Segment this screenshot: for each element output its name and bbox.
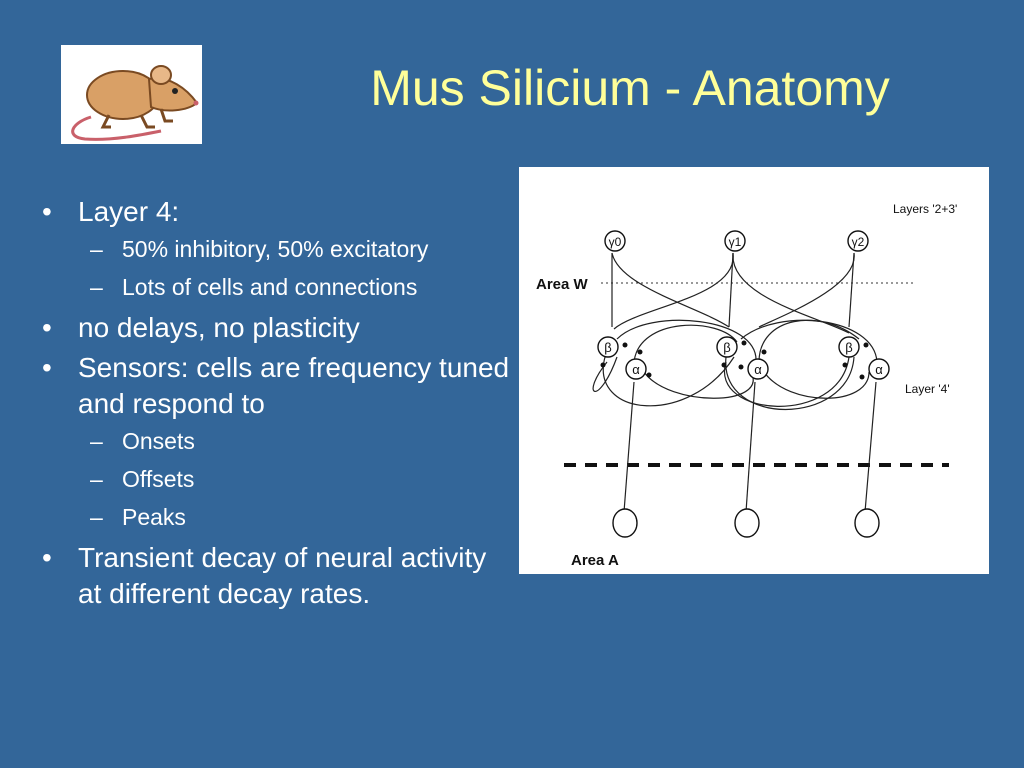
svg-text:α: α [875,362,883,377]
area-a-neuron [854,508,880,538]
bullet-marker: • [42,312,52,343]
bullet-marker: • [42,542,52,573]
svg-text:β: β [845,340,852,355]
svg-text:γ0: γ0 [609,235,622,249]
beta-neuron: β [838,336,860,358]
bullet-text: Layer 4: [78,196,180,227]
sub-bullet-marker: – [90,466,103,492]
svg-text:α: α [632,362,640,377]
sub-bullet-item: – Offsets [36,460,516,498]
area-a-neuron [734,508,760,538]
anatomy-diagram: Layers '2+3' Area W Layer '4' Area A [519,167,989,574]
sub-bullet-marker: – [90,236,103,262]
bullet-list: • Layer 4: – 50% inhibitory, 50% excitat… [36,190,516,612]
sub-bullet-marker: – [90,274,103,300]
area-a-label: Area A [571,552,619,569]
svg-text:γ2: γ2 [852,235,865,249]
sub-bullet-item: – Onsets [36,422,516,460]
sub-bullet-text: Lots of cells and connections [122,274,418,300]
bullet-text: Transient decay of neural activity at di… [78,542,487,609]
synapse-dots [600,340,869,380]
bullet-text: no delays, no plasticity [78,312,360,343]
sub-bullet-marker: – [90,428,103,454]
beta-neuron: β [716,336,738,358]
svg-text:β: β [604,340,611,355]
bullet-item: • Transient decay of neural activity at … [36,540,516,612]
svg-text:α: α [754,362,762,377]
sub-bullet-item: – Peaks [36,498,516,536]
bullet-item: • Sensors: cells are frequency tuned and… [36,350,516,422]
beta-neuron: β [597,336,619,358]
bullet-text: Sensors: cells are frequency tuned and r… [78,352,510,419]
bullet-marker: • [42,196,52,227]
layers-23-label: Layers '2+3' [893,202,957,216]
sub-bullet-item: – 50% inhibitory, 50% excitatory [36,230,516,268]
bullet-marker: • [42,352,52,383]
area-w-label: Area W [536,276,589,293]
sub-bullet-text: Peaks [122,504,186,530]
slide-title: Mus Silicium - Anatomy [370,60,890,116]
mouse-logo [61,45,202,144]
bullet-item: • Layer 4: [36,194,516,230]
alpha-neuron: α [868,358,890,380]
vertical-projections [611,252,877,513]
alpha-neuron: α [747,358,769,380]
gamma-neuron: γ2 [847,230,869,252]
sub-bullet-item: – Lots of cells and connections [36,268,516,306]
bullet-item: • no delays, no plasticity [36,310,516,346]
layer-4-label: Layer '4' [905,382,950,396]
svg-text:γ1: γ1 [729,235,742,249]
mouse-icon [71,65,199,141]
connection-lines [592,252,878,410]
area-a-neuron [612,508,638,538]
anatomy-diagram-svg: Layers '2+3' Area W Layer '4' Area A [536,202,957,569]
gamma-neuron: γ0 [604,230,626,252]
sub-bullet-text: Offsets [122,466,195,492]
sub-bullet-marker: – [90,504,103,530]
svg-text:β: β [723,340,730,355]
sub-bullet-text: 50% inhibitory, 50% excitatory [122,236,429,262]
sub-bullet-text: Onsets [122,428,195,454]
gamma-neuron: γ1 [724,230,746,252]
alpha-neuron: α [625,358,647,380]
